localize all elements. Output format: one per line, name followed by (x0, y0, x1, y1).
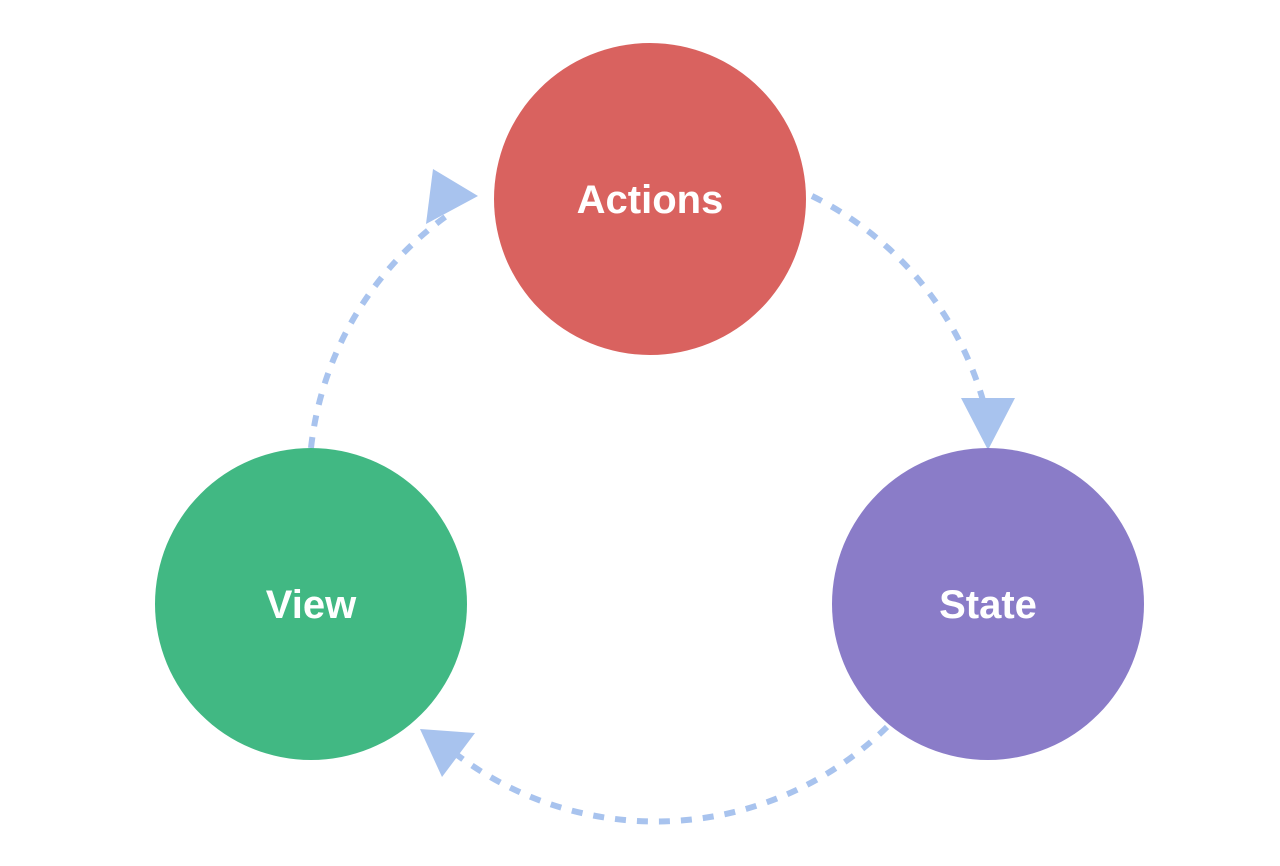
edge-view-to-actions (308, 169, 478, 449)
node-view[interactable]: View (155, 448, 467, 760)
node-state-circle[interactable] (832, 448, 1144, 760)
edge-state-to-view-line (450, 724, 890, 825)
node-view-circle[interactable] (155, 448, 467, 760)
edge-view-to-actions-arrowhead (426, 169, 478, 224)
node-view-label: View (266, 583, 357, 627)
node-actions[interactable]: Actions (494, 43, 806, 355)
edge-actions-to-state-arrowhead (961, 398, 1015, 450)
edge-actions-to-state-line (810, 193, 991, 421)
edge-state-to-view (420, 724, 890, 825)
node-actions-label: Actions (577, 178, 724, 222)
edge-actions-to-state (810, 193, 1015, 450)
edge-view-to-actions-line (308, 212, 450, 449)
node-actions-circle[interactable] (494, 43, 806, 355)
edge-state-to-view-arrowhead (420, 729, 475, 777)
node-state[interactable]: State (832, 448, 1144, 760)
node-state-label: State (939, 583, 1037, 627)
